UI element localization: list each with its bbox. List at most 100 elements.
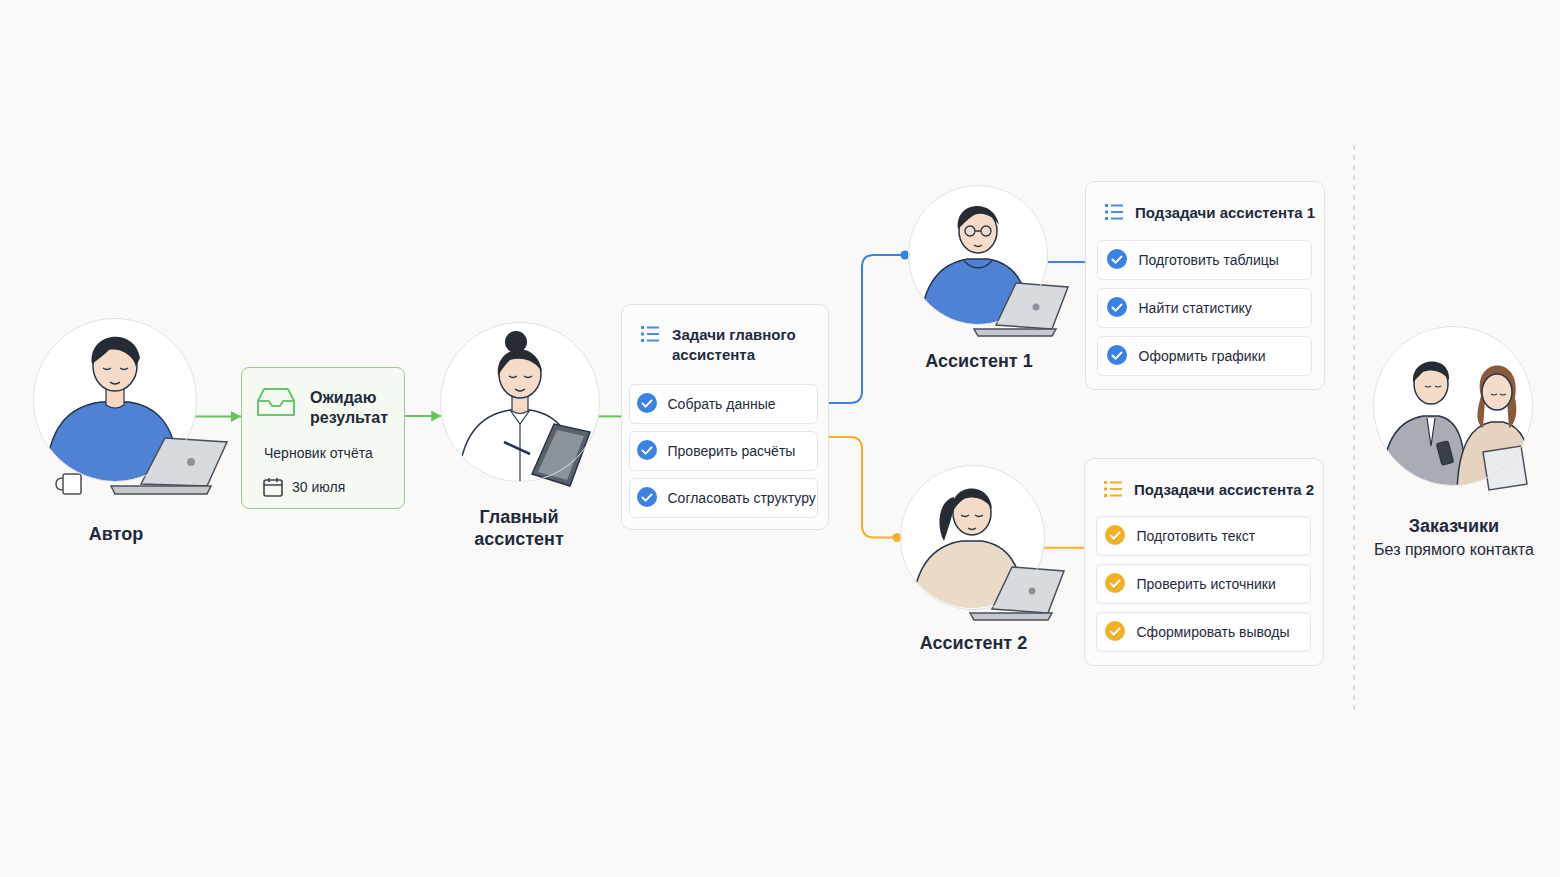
mug-handle [56,478,63,490]
lead-assistant-figure [440,322,600,486]
task-text: Согласовать структуру [668,489,838,507]
connector-line [1048,261,1085,263]
suit [1381,416,1467,490]
task-item: Оформить графики [1097,336,1312,376]
list-line [647,333,659,335]
faces [1425,386,1506,395]
woman-head [1482,374,1512,410]
calendar-rings [264,478,282,485]
list-icon [1105,204,1123,220]
subtask-list-box: Подзадачи ассистента 2Подготовить текстП… [1084,458,1324,666]
list-dot [1105,211,1108,214]
check-mark [1110,629,1119,635]
list-line [647,340,659,342]
task-list-box: Задачи главного ассистентаСобрать данные… [621,304,829,530]
list-heading: Подзадачи ассистента 2 [1134,480,1322,500]
task-item: Найти статистику [1097,288,1312,328]
task-text: Оформить графики [1139,347,1309,365]
check-circle [637,487,657,507]
check-icon [1106,248,1128,270]
task-item: Проверить расчёты [629,431,818,471]
check-icon [1106,296,1128,318]
tablet-screen [538,430,584,480]
hair [92,337,140,367]
list-icon [641,326,659,342]
mug [63,474,81,494]
arrow-head [231,411,241,422]
due-date: 30 июля [292,478,402,496]
check-circle [1107,249,1127,269]
connector-line [829,255,908,403]
list-line [1111,205,1123,207]
task-text: Проверить источники [1137,575,1307,593]
check-mark [642,448,651,454]
task-item: Собрать данные [629,384,818,424]
calendar-icon [264,478,282,496]
list-dot [641,333,644,336]
laptop-screen [992,567,1064,613]
check-circle [1105,525,1125,545]
check-circle [637,440,657,460]
list-icon [1104,481,1122,497]
pen [504,442,530,454]
list-line [1110,495,1122,497]
laptop-logo [1033,304,1040,311]
person-circle: Главный ассистент [440,322,600,482]
hair-bun [505,331,527,353]
face [974,245,982,247]
glasses [965,226,991,236]
check-icon [636,486,658,508]
connector-line [599,415,621,417]
check-icon [636,392,658,414]
separator-line [1353,145,1355,710]
person-circle: Ассистент 1 [908,185,1048,325]
face [103,368,128,384]
inbox-tray [258,389,294,415]
check-mark [1110,581,1119,587]
author-figure [33,318,227,494]
person-name: Ассистент 2 [871,632,1076,654]
laptop-logo [187,458,195,466]
list-heading: Подзадачи ассистента 1 [1135,203,1323,223]
check-icon [636,439,658,461]
blouse [1457,422,1533,490]
task-text: Проверить расчёты [668,442,838,460]
status-title: Ожидаю результат [310,388,402,428]
task-text: Сформировать выводы [1137,623,1307,641]
list-dot [641,339,644,342]
check-mark [1112,353,1121,359]
connector-line [1044,547,1084,549]
list-dot [1105,204,1108,207]
task-text: Собрать данные [668,395,838,413]
check-mark [642,495,651,501]
check-circle [1105,573,1125,593]
check-circle [1107,345,1127,365]
connector-line [829,437,900,538]
list-line [1110,488,1122,490]
check-circle [637,393,657,413]
tablet [1483,446,1527,490]
check-mark [642,401,651,407]
inbox-slot [258,401,294,406]
shirt-collar [1427,418,1435,446]
hair [958,206,999,229]
hood-line [964,261,992,268]
customers-figure [1373,326,1533,490]
person-name: Автор [4,523,228,545]
person-name: Заказчики [1329,515,1560,537]
laptop-base [970,613,1052,620]
list-line [1111,211,1123,213]
calendar-body [264,480,282,496]
hair [952,488,992,513]
task-item: Сформировать выводы [1096,612,1311,652]
laptop-screen [996,283,1068,329]
laptop-screen [141,438,227,486]
check-mark [1112,305,1121,311]
subtask-list-box: Подзадачи ассистента 1Подготовить таблиц… [1085,181,1325,390]
status-note: Черновик отчёта [264,444,404,462]
check-icon [1104,572,1126,594]
check-circle [1105,621,1125,641]
status-box: Ожидаю результатЧерновик отчёта 30 июля [241,367,405,509]
check-mark [1112,257,1121,263]
